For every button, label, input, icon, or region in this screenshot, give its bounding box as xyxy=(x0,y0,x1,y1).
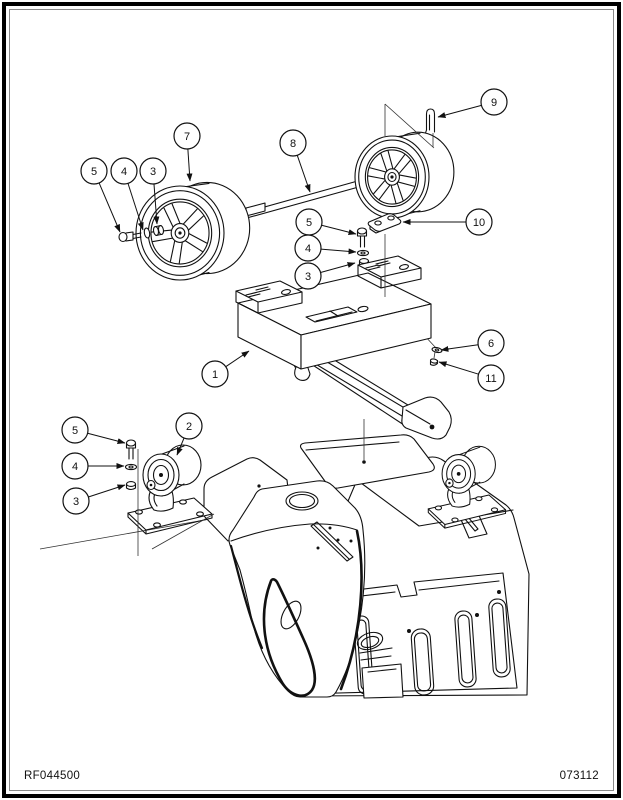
svg-text:4: 4 xyxy=(121,166,127,178)
svg-text:9: 9 xyxy=(491,97,497,109)
mounting-bracket xyxy=(235,255,452,440)
svg-text:3: 3 xyxy=(150,166,156,178)
axle-bolt-set xyxy=(118,224,165,243)
callout-4: 4 xyxy=(110,157,144,231)
cotter-pin xyxy=(424,108,436,134)
central-body xyxy=(228,480,366,698)
svg-text:6: 6 xyxy=(488,338,494,350)
callout-11: 11 xyxy=(438,361,505,392)
teardrop-recess xyxy=(262,578,316,697)
callout-3: 3 xyxy=(139,157,167,225)
svg-text:3: 3 xyxy=(73,496,79,508)
callout-7: 7 xyxy=(173,122,201,182)
callout-4: 4 xyxy=(61,452,125,480)
callout-10: 10 xyxy=(402,208,493,236)
callout-9: 9 xyxy=(437,88,508,118)
bracket-arm xyxy=(298,349,452,440)
caster-exploded xyxy=(127,444,213,535)
doc-number: RF044500 xyxy=(24,770,80,782)
callout-8: 8 xyxy=(279,129,311,193)
callout-4: 4 xyxy=(294,234,357,262)
callout-3: 3 xyxy=(62,484,126,515)
bracket-bolt-set xyxy=(356,227,370,268)
doc-date: 073112 xyxy=(560,770,599,782)
svg-text:5: 5 xyxy=(72,425,78,437)
caster-installed xyxy=(427,445,507,529)
callout-1: 1 xyxy=(201,350,250,388)
callout-5: 5 xyxy=(295,208,357,236)
callout-5: 5 xyxy=(61,416,126,445)
right-wheel xyxy=(354,131,455,219)
svg-text:4: 4 xyxy=(72,461,78,473)
alignment-lines-over xyxy=(137,103,435,556)
svg-text:4: 4 xyxy=(305,243,311,255)
svg-text:7: 7 xyxy=(184,131,190,143)
svg-text:5: 5 xyxy=(306,217,312,229)
svg-text:11: 11 xyxy=(485,373,496,385)
svg-text:10: 10 xyxy=(473,217,485,229)
svg-text:8: 8 xyxy=(290,138,296,150)
svg-text:5: 5 xyxy=(91,166,97,178)
callout-3: 3 xyxy=(294,262,356,290)
callout-2: 2 xyxy=(175,412,203,456)
left-wheel xyxy=(135,181,251,281)
svg-text:1: 1 xyxy=(212,369,218,381)
axle-plate xyxy=(367,213,402,234)
callout-6: 6 xyxy=(440,329,505,357)
svg-text:2: 2 xyxy=(186,421,192,433)
callout-5: 5 xyxy=(80,157,121,233)
caster-bolt-set xyxy=(124,439,138,491)
svg-text:3: 3 xyxy=(305,271,311,283)
